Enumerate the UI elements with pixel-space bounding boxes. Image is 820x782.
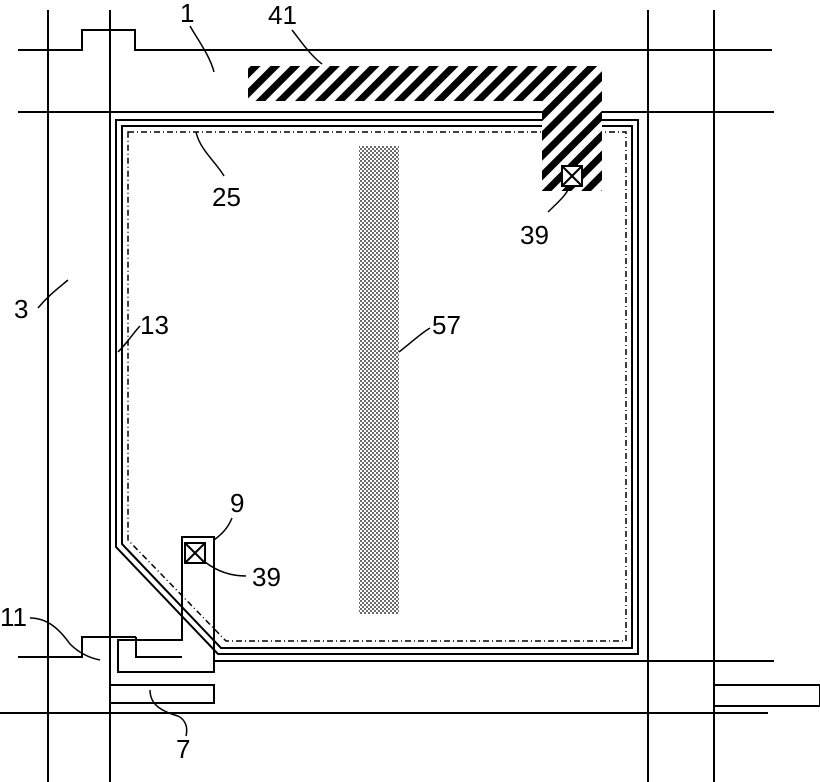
leader-3: [38, 280, 68, 308]
label-hatched-pattern-41: 41: [268, 0, 297, 30]
label-drain-electrode-11: 11: [0, 602, 27, 632]
label-contact-hole-39-bottom: 39: [252, 562, 281, 592]
leader-57: [399, 328, 430, 352]
label-source-line-3: 3: [14, 294, 28, 324]
hatched-pattern-41: [248, 66, 602, 191]
right-branch: [714, 685, 820, 706]
label-alignment-edge-25: 25: [212, 182, 241, 212]
contact-hole-39-bottom-icon: [185, 543, 205, 563]
label-pixel-electrode-13: 13: [140, 310, 169, 340]
dotted-strip-57: [359, 146, 399, 614]
label-dotted-strip-57: 57: [432, 310, 461, 340]
contact-hole-39-top-icon: [562, 166, 582, 186]
leader-39-bottom: [205, 562, 246, 576]
leader-25: [196, 132, 224, 176]
leader-11: [30, 618, 100, 660]
label-tft-9: 9: [230, 488, 244, 518]
label-capacitor-line-7: 7: [176, 734, 190, 764]
label-gate-line-1: 1: [180, 0, 194, 28]
leader-9: [214, 518, 232, 540]
gate-line-1: [18, 30, 772, 50]
capacitor-line-7: [110, 685, 214, 703]
leader-41: [292, 30, 322, 64]
label-contact-hole-39-top: 39: [520, 220, 549, 250]
